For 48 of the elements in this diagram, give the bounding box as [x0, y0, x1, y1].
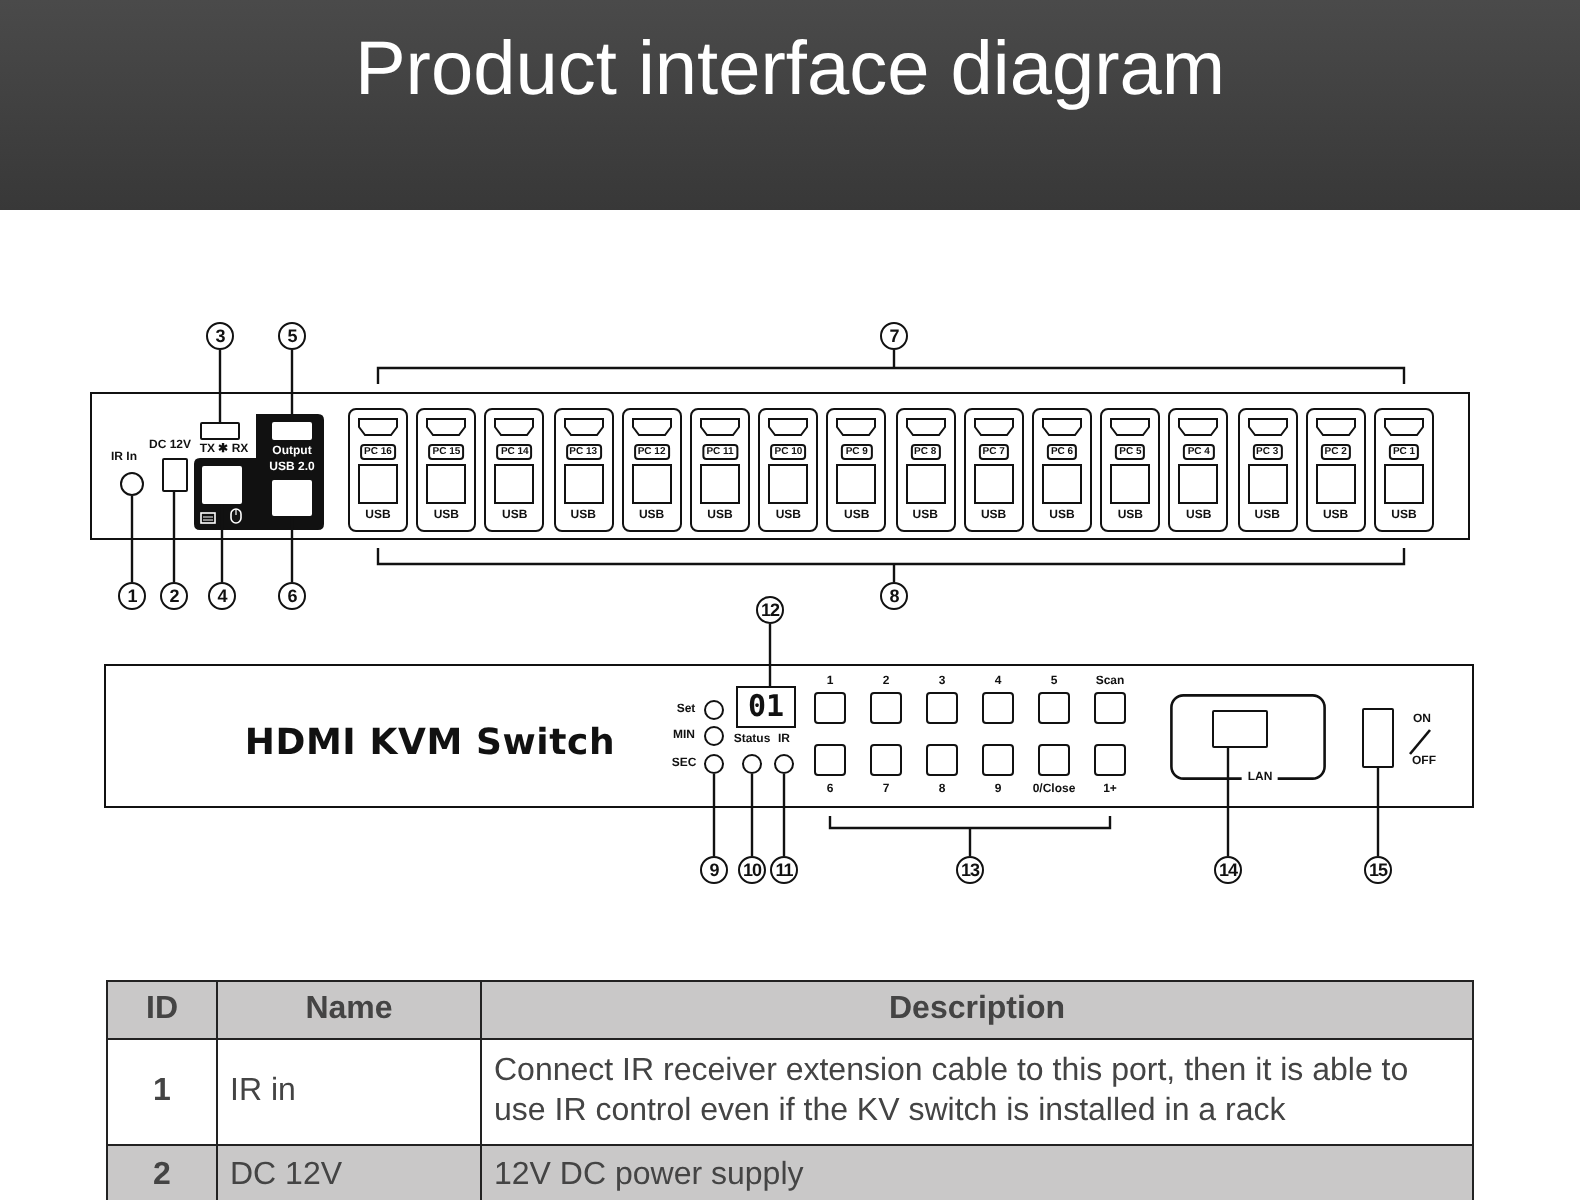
table-cell: 1 [107, 1039, 217, 1145]
usb-port [202, 466, 242, 504]
callout-number: 2 [160, 582, 188, 610]
table-cell: DC 12V [217, 1145, 481, 1200]
leader-line [782, 774, 786, 856]
table-cell: Connect IR receiver extension cable to this port, then it is able to use IR control even if the KV switch is installed in a rack [481, 1039, 1473, 1145]
callout-number: 13 [956, 856, 984, 884]
leader-line [130, 496, 134, 582]
leader-line [768, 624, 772, 686]
leader-line [1376, 768, 1380, 856]
leader-line [218, 350, 222, 422]
leader-line [172, 492, 176, 582]
round-button [704, 754, 724, 774]
title: Product interface diagram [354, 26, 1226, 116]
led-indicator [742, 754, 762, 774]
leader-line [750, 774, 754, 856]
table-cell: 12V DC power supply [481, 1145, 1473, 1200]
callout-number: 3 [206, 322, 234, 350]
led-indicator [774, 754, 794, 774]
callout-number: 1 [118, 582, 146, 610]
callout-number: 8 [880, 582, 908, 610]
callout-number: 7 [880, 322, 908, 350]
callout-number: 6 [278, 582, 306, 610]
table-cell: 2 [107, 1145, 217, 1200]
callout-number: 15 [1364, 856, 1392, 884]
table-cell: IR in [217, 1039, 481, 1145]
leader-line [1226, 748, 1230, 856]
column-header: Description [481, 981, 1473, 1039]
segment-display: 01 [736, 686, 796, 728]
callout-number: 10 [738, 856, 766, 884]
callout-number: 11 [770, 856, 798, 884]
callout-number: 14 [1214, 856, 1242, 884]
usb-port [272, 480, 312, 516]
lan-port [1212, 710, 1268, 748]
callout-number: 9 [700, 856, 728, 884]
callout-number: 12 [756, 596, 784, 624]
callout-number: 5 [278, 322, 306, 350]
leader-line [968, 828, 972, 856]
ir-jack [120, 472, 144, 496]
callout-number: 4 [208, 582, 236, 610]
ir-sensor-window [200, 422, 240, 440]
power-jack [162, 458, 188, 492]
power-switch [1362, 708, 1394, 768]
column-header: Name [217, 981, 481, 1039]
leader-line [712, 774, 716, 856]
column-header: ID [107, 981, 217, 1039]
hdmi-port [272, 422, 312, 440]
product-name: HDMI KVM Switch [244, 722, 616, 766]
